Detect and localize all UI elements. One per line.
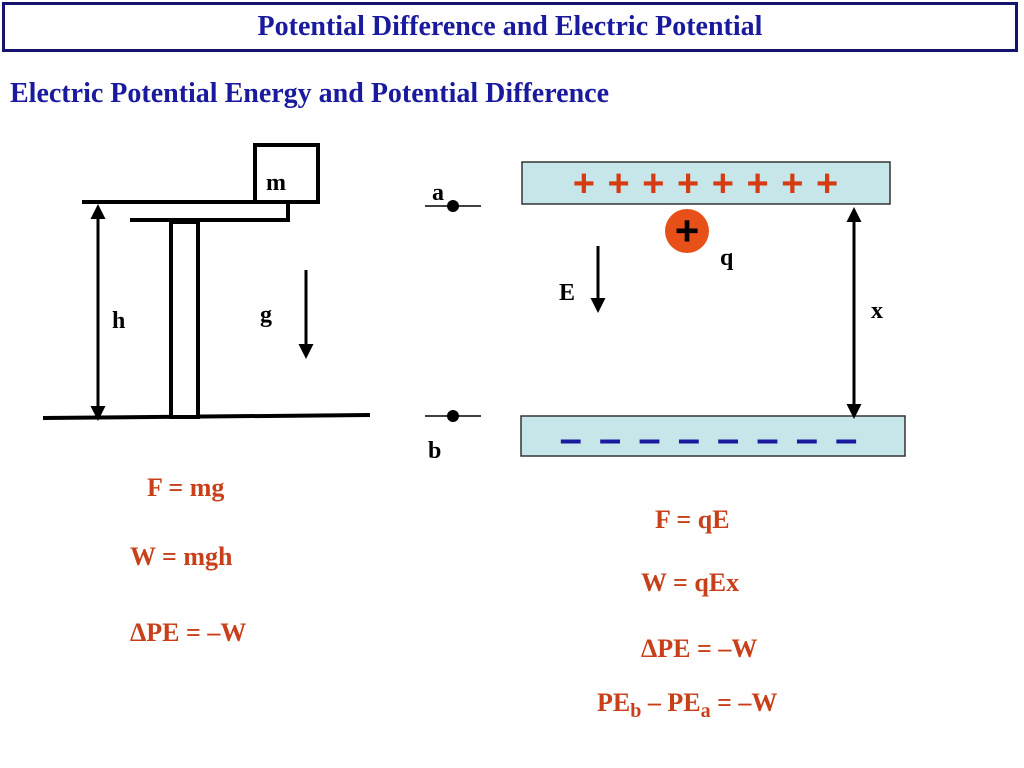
charge-circle: [665, 209, 709, 253]
title-box: Potential Difference and Electric Potent…: [2, 2, 1018, 52]
distance-label: x: [871, 298, 883, 324]
point-a-label: a: [432, 180, 444, 206]
negative-plate-signs: – – – – – – – –: [560, 417, 861, 461]
mass-block: [253, 143, 320, 204]
equation-work-gravity: W = mgh: [130, 542, 233, 571]
pe-difference-sub-b: b: [630, 700, 642, 722]
positive-plate: [521, 161, 891, 205]
pe-difference-sub-a: a: [700, 700, 711, 722]
pe-difference-mid: – PE: [641, 688, 701, 717]
equation-force-electric: F = qE: [655, 505, 730, 534]
equation-force-gravity: F = mg: [147, 473, 225, 502]
pe-difference-pe: PE: [597, 688, 631, 717]
page-title: Potential Difference and Electric Potent…: [257, 11, 763, 42]
ground-line: [42, 413, 371, 420]
height-label: h: [112, 308, 126, 334]
equation-delta-pe-gravity: ΔPE = –W: [130, 618, 247, 647]
charge-sign: +: [675, 207, 700, 254]
point-b-dot: [447, 410, 459, 422]
point-a-dot: [447, 200, 459, 212]
equation-work-electric: W = qEx: [641, 568, 740, 597]
pillar: [169, 220, 200, 419]
charge-label: q: [720, 245, 734, 271]
field-label: E: [559, 280, 576, 306]
point-b-label: b: [428, 438, 442, 464]
gravity-label: g: [260, 302, 272, 328]
section-subtitle: Electric Potential Energy and Potential …: [10, 78, 609, 109]
equation-delta-pe-electric: ΔPE = –W: [641, 634, 758, 663]
ledge-support: [130, 202, 290, 222]
gravity-diagram: [42, 143, 371, 421]
positive-plate-signs: + + + + + + + +: [573, 163, 839, 205]
field-diagram: + + + + + + + + + – – – – – – – –: [425, 161, 906, 461]
mass-label: m: [266, 170, 286, 196]
negative-plate: [520, 415, 906, 457]
pe-difference-end: = –W: [710, 688, 778, 717]
equation-pe-difference: PEb – PEa = –W: [597, 688, 777, 723]
